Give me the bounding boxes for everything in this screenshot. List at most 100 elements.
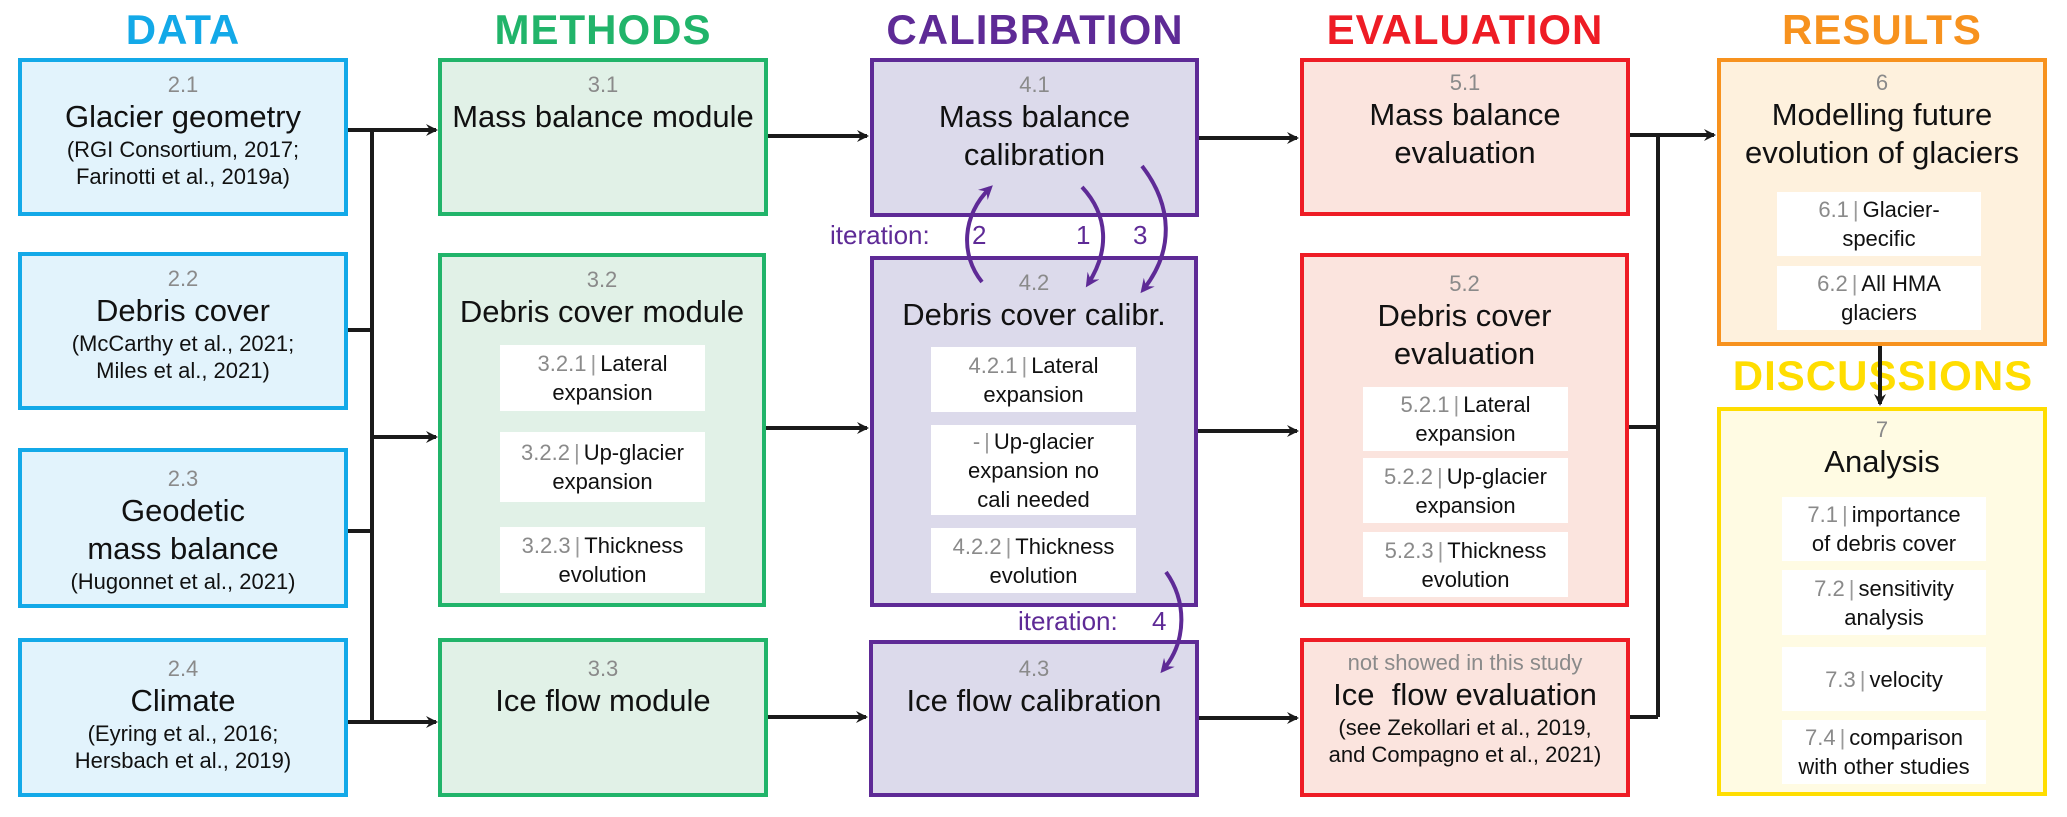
evaluation-bus-line (1629, 133, 1660, 719)
subsection-text: Thickness (584, 533, 684, 558)
subsection-text: Glacier- (1862, 197, 1940, 222)
box-title: calibration (963, 137, 1106, 172)
box-title: Ice flow evaluation (1333, 677, 1597, 712)
section-number: 7 (1875, 417, 1889, 442)
not-shown-note: not showed in this study (1347, 650, 1583, 675)
section-number: 2.4 (167, 656, 199, 681)
subsection-number: 7.3 (1825, 666, 1856, 692)
box-reference: (Eyring et al., 2016; (87, 721, 279, 746)
subsection-number: 4.2.2 (952, 533, 1002, 559)
subsection-number: 5.2.2 (1384, 463, 1433, 489)
evaluation-box-ice-flow: not showed in this study Ice flow evalua… (1300, 638, 1630, 797)
calibration-box-ice-flow: 4.3 Ice flow calibration (869, 640, 1199, 797)
subsection-number: 3.2.3 (521, 533, 571, 558)
section-number: 2.1 (167, 72, 199, 97)
methods-box-mass-balance-module: 3.1 Mass balance module (438, 58, 768, 216)
section-number: 4.3 (1018, 656, 1050, 681)
box-title: Debris cover calibr. (902, 297, 1166, 332)
subsection-number: 4.2.1 (968, 352, 1018, 378)
subsection-text: Lateral (600, 351, 668, 376)
subsection-text: evolution (989, 562, 1078, 588)
subsection-number: 7.2 (1814, 575, 1845, 601)
box-title: Geodetic (120, 493, 246, 528)
evaluation-box-mass-balance: 5.1 Mass balance evaluation (1300, 58, 1630, 216)
calibration-box-mass-balance: 4.1 Mass balance calibration (870, 58, 1199, 217)
section-number: 5.2 (1449, 271, 1480, 296)
section-number: 2.3 (167, 466, 199, 491)
box-title: Debris cover (1377, 298, 1552, 333)
box-reference: (RGI Consortium, 2017; (66, 137, 300, 162)
box-title: Glacier geometry (64, 99, 302, 134)
methods-box-ice-flow-module: 3.3 Ice flow module (438, 638, 768, 797)
data-bus-line (348, 128, 374, 724)
subsection-text: expansion (983, 381, 1084, 407)
subsection-7-3: 7.3|velocity (1782, 647, 1986, 711)
section-number: 3.3 (587, 656, 619, 681)
subsection-number: 6.2 (1817, 271, 1848, 296)
subsection-text: of debris cover (1811, 531, 1957, 556)
subsection-6-1: 6.1|Glacier-specific (1777, 192, 1981, 256)
subsection-text: with other studies (1798, 754, 1970, 779)
section-number: 2.2 (167, 266, 199, 291)
box-title: Modelling future (1771, 97, 1993, 132)
box-title: Debris cover module (459, 294, 745, 329)
subsection-text: Thickness (1447, 537, 1547, 563)
column-title-discussions: DISCUSSIONS (1732, 352, 2034, 399)
subsection-text: expansion (1415, 421, 1516, 446)
column-title-results: RESULTS (1782, 6, 1982, 53)
subsection-text: cali needed (977, 486, 1090, 512)
box-title: Ice flow calibration (906, 683, 1162, 718)
subsection-number: 5.2.3 (1384, 537, 1434, 563)
subsection-number: 5.2.1 (1400, 392, 1450, 417)
subsection-text: importance (1851, 502, 1961, 527)
box-title: evaluation (1394, 135, 1536, 170)
section-number: 3.2 (586, 267, 618, 292)
box-title: Mass balance (1369, 97, 1561, 132)
box-title: Debris cover (96, 293, 270, 328)
section-number: 5.1 (1449, 70, 1481, 95)
subsection-text: Lateral (1463, 392, 1531, 417)
column-title-data: DATA (125, 6, 241, 53)
data-box-glacier-geometry: 2.1 Glacier geometry (RGI Consortium, 20… (18, 58, 348, 216)
data-box-debris-cover: 2.2 Debris cover (McCarthy et al., 2021;… (18, 252, 348, 410)
box-title: Ice flow module (495, 683, 711, 718)
iteration-number-1: 1 (1076, 220, 1091, 250)
box-title: mass balance (87, 531, 279, 566)
data-box-climate: 2.4 Climate (Eyring et al., 2016; Hersba… (18, 638, 348, 797)
column-title-calibration: CALIBRATION (886, 6, 1184, 53)
box-title: evaluation (1393, 336, 1536, 371)
iteration-number-2: 2 (972, 220, 987, 250)
subsection-text: Up-glacier (583, 440, 684, 465)
box-reference: (see Zekollari et al., 2019, (1338, 715, 1592, 740)
subsection-text: analysis (1844, 604, 1924, 630)
subsection-text: comparison (1849, 725, 1963, 750)
column-title-evaluation: EVALUATION (1326, 6, 1604, 53)
box-reference: and Compagno et al., 2021) (1328, 742, 1602, 767)
box-title: Analysis (1824, 444, 1940, 479)
box-reference: Miles et al., 2021) (96, 358, 270, 383)
box-title: Mass balance module (452, 99, 754, 134)
subsection-text: specific (1842, 226, 1916, 251)
subsection-number: 7.4 (1804, 725, 1836, 750)
subsection-text: velocity (1869, 666, 1943, 692)
iteration-label-top: iteration: (830, 220, 930, 250)
subsection-text: expansion (552, 380, 653, 405)
box-title: evolution of glaciers (1745, 135, 2019, 170)
iteration-label-bottom: iteration: (1018, 606, 1118, 636)
subsection-text: glaciers (1841, 300, 1917, 325)
section-number: 3.1 (587, 72, 619, 97)
section-number: 4.2 (1018, 270, 1050, 295)
section-number: 6 (1875, 70, 1889, 95)
subsection-text: sensitivity (1858, 575, 1954, 601)
